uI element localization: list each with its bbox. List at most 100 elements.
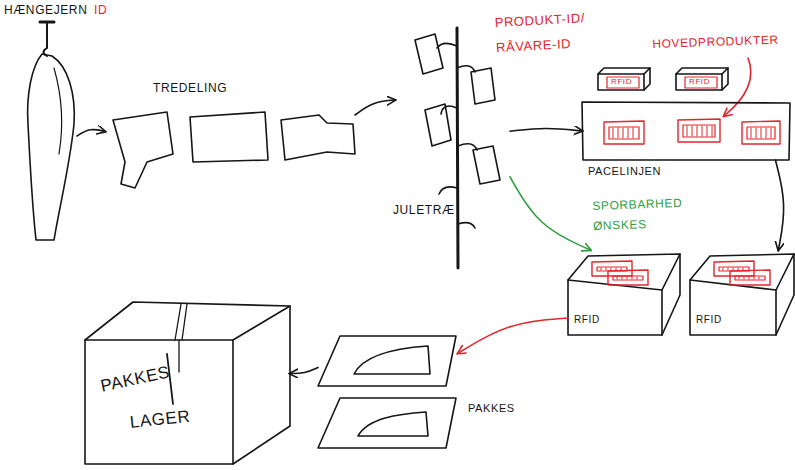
hanging-piece — [415, 34, 443, 74]
flow-arrow — [77, 130, 105, 136]
cutting-group: TREDELING — [105, 82, 355, 192]
product-stripe — [712, 126, 713, 136]
tray-outline — [676, 68, 728, 74]
crate-outline — [776, 254, 794, 335]
product-stripe — [738, 268, 739, 270]
product-stripe — [623, 128, 624, 138]
node-label: PAKKES — [99, 363, 172, 396]
product-stripe — [611, 268, 612, 270]
product-stripe — [739, 277, 740, 279]
node-label: RFID — [689, 78, 710, 87]
flow-arrow — [510, 177, 590, 250]
product-stripe — [606, 268, 607, 270]
node-label: LAGER — [129, 408, 191, 433]
bag-content — [354, 346, 430, 374]
edge-label: SPORBARHED ØNSKES — [592, 191, 723, 236]
product-stripe — [756, 128, 757, 138]
tray-outline — [598, 74, 644, 90]
rack-hook — [441, 106, 457, 114]
product-stripe — [766, 128, 767, 138]
product-stripe — [622, 277, 623, 279]
annotation-text: PRODUKT-ID/ RÅVARE-ID — [494, 5, 596, 60]
product-stripe — [754, 277, 755, 279]
crate: RFID — [690, 250, 794, 335]
crate-outline — [568, 280, 662, 335]
crate: RFID — [568, 250, 680, 335]
node-outline — [318, 332, 458, 450]
product-piece — [609, 127, 639, 139]
carcass-node: HÆNGEJERNID — [2, 4, 77, 244]
product-stripe — [743, 268, 744, 270]
product-piece — [714, 261, 754, 276]
node-label: PAKKES — [468, 402, 515, 414]
hanging-piece — [425, 104, 451, 146]
tray-outline — [644, 68, 650, 90]
bag-content — [358, 412, 428, 436]
rfid-tag — [685, 77, 717, 88]
product-stripe — [601, 268, 602, 270]
product-stripe — [771, 128, 772, 138]
crate-outline — [690, 254, 794, 290]
product-stripe — [632, 277, 633, 279]
node-label: RFID — [696, 314, 722, 325]
carcass-outline — [28, 54, 75, 240]
node-outline — [2, 4, 77, 244]
tray: RFID — [598, 66, 650, 90]
product-stripe — [628, 128, 629, 138]
tray-outline — [598, 68, 650, 74]
hanging-piece — [473, 146, 500, 184]
cut-piece — [190, 112, 268, 162]
product-stripe — [613, 128, 614, 138]
annotation-text: HOVEDPRODUKTER — [652, 31, 792, 52]
node-label: PACELINJEN — [588, 165, 661, 177]
tray-outline — [676, 74, 722, 90]
node-outline — [105, 82, 355, 192]
node-label: ID — [94, 4, 107, 17]
crate-outline — [690, 280, 776, 335]
product-stripe — [761, 128, 762, 138]
product-stripe — [637, 277, 638, 279]
flow-arrow — [458, 318, 568, 353]
product-stripe — [749, 277, 750, 279]
packing-line-outline — [582, 102, 790, 160]
product-stripe — [733, 268, 734, 270]
hanger-rack: JULETRÆ — [395, 28, 510, 268]
crate-outline — [662, 254, 680, 335]
bag-stack: PAKKES — [318, 332, 458, 450]
product-piece — [678, 119, 720, 142]
box-outline — [233, 306, 290, 464]
tray: RFID — [676, 66, 728, 90]
carcass-detail — [54, 68, 62, 154]
product-piece — [592, 261, 632, 276]
product-stripe — [702, 126, 703, 136]
bag-outline — [318, 398, 456, 448]
crate-outline — [568, 254, 680, 290]
product-piece — [730, 270, 770, 285]
node-label: JULETRÆ — [393, 204, 455, 217]
product-stripe — [751, 128, 752, 138]
product-stripe — [616, 268, 617, 270]
box-outline — [85, 340, 233, 464]
hook — [44, 22, 48, 56]
rack-hook — [458, 223, 475, 228]
hanging-piece — [471, 68, 495, 104]
box-tape — [175, 304, 187, 372]
node-outline — [395, 28, 510, 268]
product-piece — [742, 121, 780, 144]
node-label: RFID — [611, 78, 632, 87]
product-piece — [604, 121, 644, 144]
product-stripe — [687, 126, 688, 136]
rack-pole — [457, 28, 458, 268]
bag-outline — [318, 336, 456, 386]
product-stripe — [759, 277, 760, 279]
packing-line: PACELINJEN — [582, 102, 790, 160]
rack-hook — [437, 43, 457, 48]
storage-box: PAKKES LAGER — [85, 298, 290, 466]
product-stripe — [692, 126, 693, 136]
box-outline — [85, 302, 290, 340]
flow-arrow — [290, 367, 318, 373]
product-stripe — [707, 126, 708, 136]
